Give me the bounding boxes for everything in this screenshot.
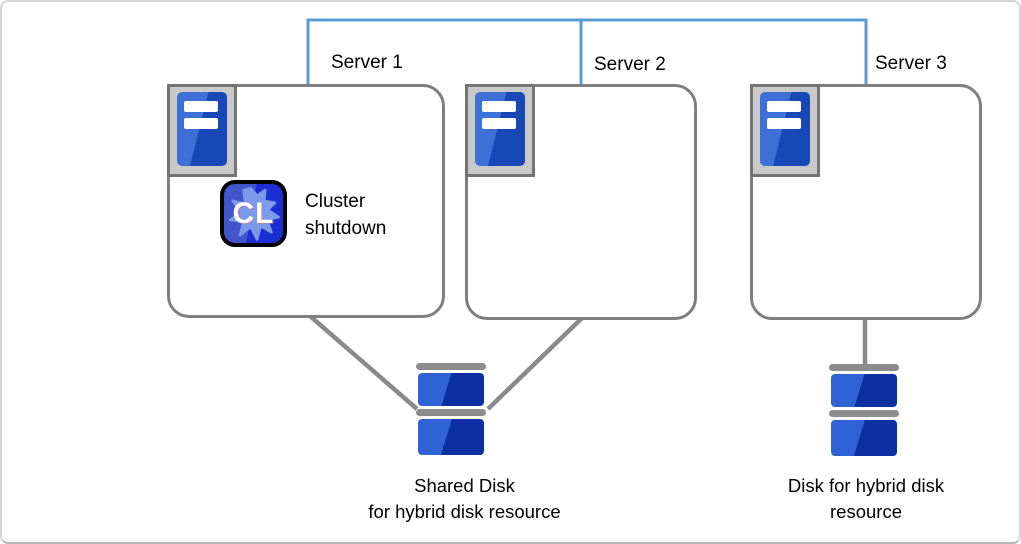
server-tower-glyph bbox=[475, 92, 525, 166]
interconnect-line bbox=[306, 18, 868, 86]
disk-cap bbox=[416, 409, 486, 416]
disk-platter bbox=[831, 420, 897, 456]
server-tower-icon bbox=[167, 84, 237, 177]
cluster-badge-text: CL bbox=[232, 196, 275, 230]
tower-slot bbox=[482, 118, 516, 129]
wire-server1-shared-disk bbox=[308, 314, 419, 411]
shared-disk-caption-line2: for hybrid disk resource bbox=[368, 501, 561, 522]
hybrid-disk-caption: Disk for hybrid disk resource bbox=[740, 473, 992, 525]
shared-disk-caption: Shared Disk for hybrid disk resource bbox=[332, 473, 597, 525]
shared-disk-icon bbox=[416, 363, 486, 455]
wire-server2-shared-disk bbox=[486, 316, 584, 411]
disk-cap bbox=[829, 410, 899, 417]
disk-platter bbox=[418, 373, 484, 406]
disk-cap bbox=[416, 363, 486, 370]
server2-label: Server 2 bbox=[594, 54, 666, 75]
disk-platter bbox=[831, 374, 897, 407]
server-tower-glyph bbox=[760, 92, 810, 166]
server3-label: Server 3 bbox=[875, 53, 947, 74]
server1-label: Server 1 bbox=[331, 52, 403, 73]
tower-slot bbox=[482, 101, 516, 112]
shared-disk-caption-line1: Shared Disk bbox=[414, 475, 515, 496]
disk-platter bbox=[418, 419, 484, 455]
cluster-shutdown-icon: CL bbox=[220, 180, 287, 247]
server1-box bbox=[167, 84, 445, 318]
tower-slot bbox=[184, 101, 218, 112]
cluster-shutdown-label: Cluster shutdown bbox=[305, 191, 387, 239]
server-tower-icon bbox=[465, 84, 535, 177]
server3-box bbox=[750, 84, 982, 320]
server-tower-glyph bbox=[177, 92, 227, 166]
server-tower-icon bbox=[750, 84, 820, 177]
tower-slot bbox=[184, 118, 218, 129]
server2-box bbox=[465, 84, 697, 320]
splat-shape bbox=[228, 187, 280, 241]
tower-slot bbox=[767, 101, 801, 112]
hybrid-disk-icon bbox=[829, 364, 899, 456]
hybrid-disk-caption-line1: Disk for hybrid disk bbox=[787, 475, 945, 496]
tower-slot bbox=[767, 118, 801, 129]
disk-cap bbox=[829, 364, 899, 371]
hybrid-disk-caption-line2: resource bbox=[830, 501, 902, 522]
